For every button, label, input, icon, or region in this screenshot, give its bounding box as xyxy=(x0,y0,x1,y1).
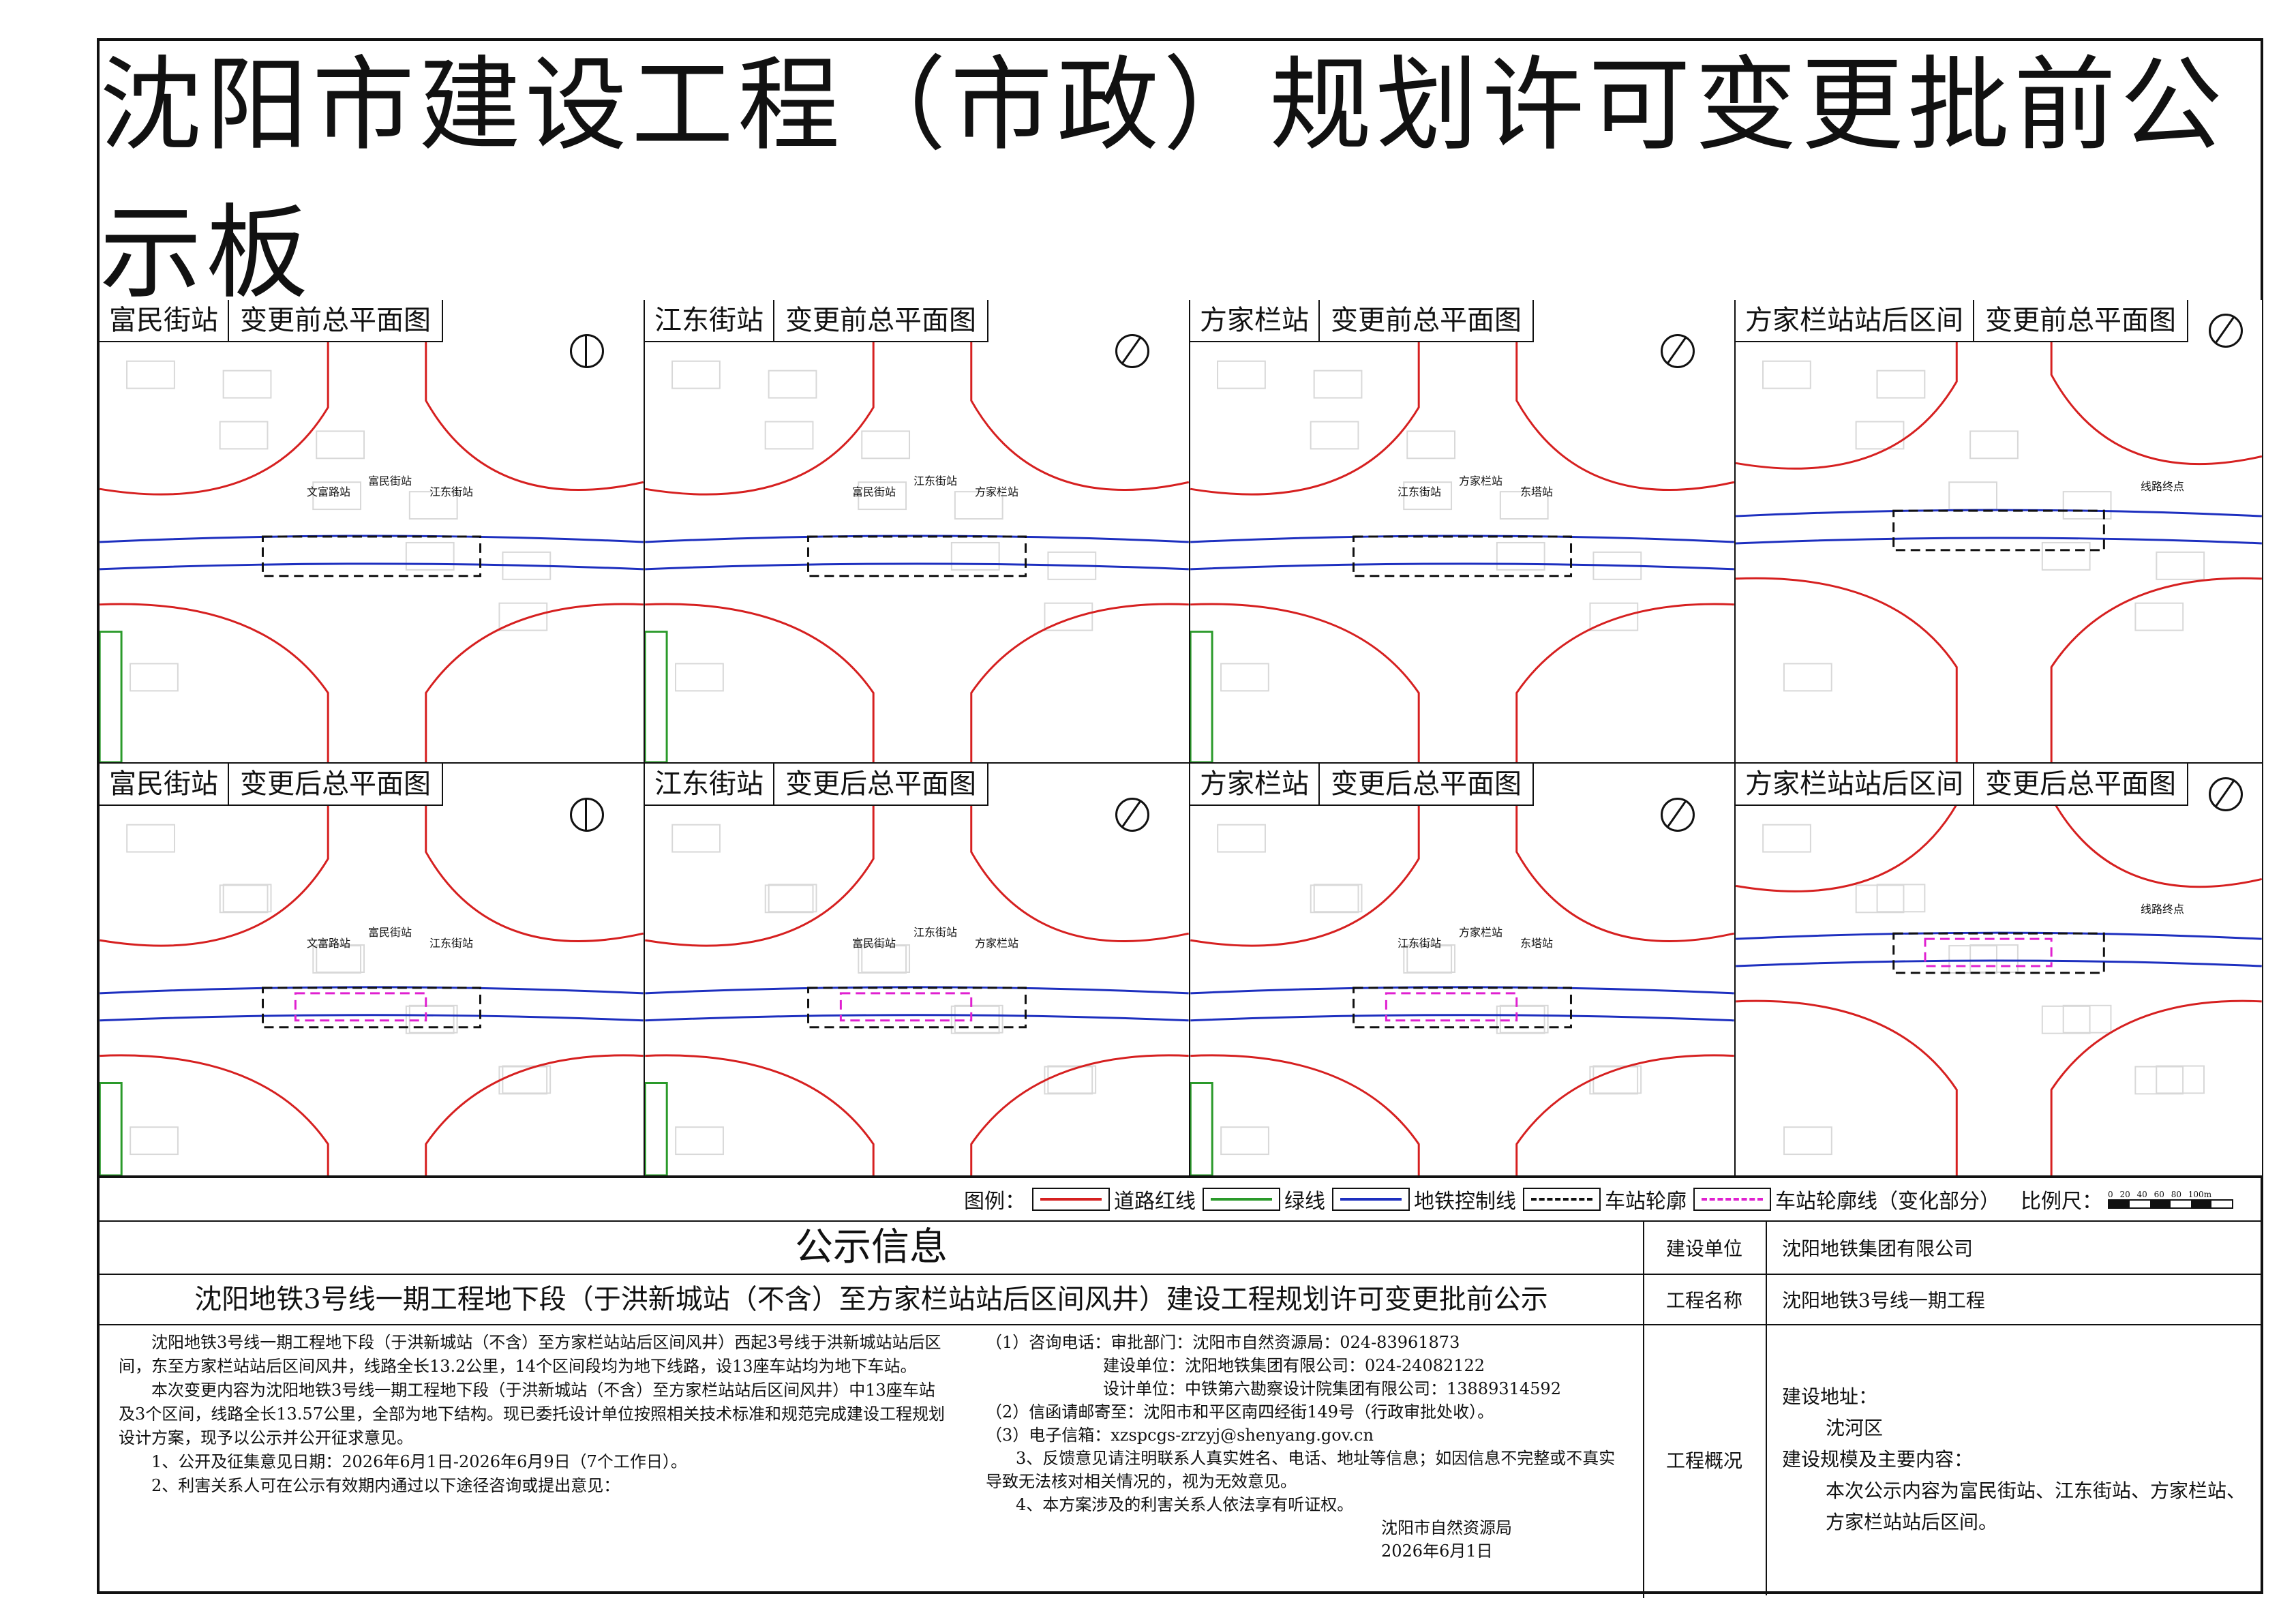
row-name: 工程名称沈阳地铁3号线一期工程 xyxy=(1643,1275,2263,1325)
panel-station-name: 方家栏站 xyxy=(1190,764,1320,806)
plan-grid: 富民街站变更前总平面图文富路站富民街站江东街站江东街站变更前总平面图富民街站江东… xyxy=(100,300,2263,1177)
notice-board-frame: 沈阳市建设工程（市政）规划许可变更批前公示板 富民街站变更前总平面图文富路站富民… xyxy=(97,38,2263,1598)
notice-body-right: （1）咨询电话：审批部门：沈阳市自然资源局：024-83961873 建设单位：… xyxy=(986,1333,1616,1561)
panel-station-name: 富民街站 xyxy=(100,300,229,342)
site-plan-map xyxy=(100,300,644,762)
panel-subtitle: 变更后总平面图 xyxy=(1974,764,2188,806)
station-label: 江东街站 xyxy=(913,926,958,939)
legend-label: 图例： xyxy=(964,1190,1025,1214)
north-arrow-icon xyxy=(2209,777,2243,811)
station-label: 线路终点 xyxy=(2141,903,2185,916)
legend: 图例： 道路红线 绿线 地铁控制线 车站轮廓 车站轮廓线（变化部分） 比例尺： … xyxy=(100,1177,2261,1220)
plan-panel: 方家栏站站后区间变更后总平面图线路终点 xyxy=(1736,764,2263,1177)
site-plan-map xyxy=(645,764,1189,1175)
north-arrow-icon xyxy=(1661,798,1695,832)
station-label: 文富路站 xyxy=(307,937,351,950)
project-name-value: 沈阳地铁3号线一期工程 xyxy=(1782,1289,1985,1312)
project-table: 建设单位沈阳地铁集团有限公司 工程名称沈阳地铁3号线一期工程 工程概况 建设地址… xyxy=(1643,1222,2263,1598)
panel-subtitle: 变更后总平面图 xyxy=(774,764,988,806)
station-label: 江东街站 xyxy=(1398,937,1442,950)
panel-subtitle: 变更后总平面图 xyxy=(229,764,443,806)
panel-station-name: 方家栏站 xyxy=(1190,300,1320,342)
panel-station-name: 江东街站 xyxy=(645,300,774,342)
site-plan-map xyxy=(1736,764,2262,1175)
station-label: 富民街站 xyxy=(852,937,896,950)
plan-panel: 富民街站变更前总平面图文富路站富民街站江东街站 xyxy=(100,300,645,764)
station-label: 富民街站 xyxy=(368,926,412,939)
station-label: 富民街站 xyxy=(852,485,896,498)
legend-item-metro-control-line: 地铁控制线 xyxy=(1332,1184,1516,1214)
site-plan-map xyxy=(645,300,1189,762)
site-plan-map xyxy=(100,764,644,1175)
page-title: 沈阳市建设工程（市政）规划许可变更批前公示板 xyxy=(100,41,2261,313)
station-label: 富民街站 xyxy=(368,475,412,487)
station-label: 东塔站 xyxy=(1520,937,1554,950)
north-arrow-icon xyxy=(570,334,604,368)
station-label: 方家栏站 xyxy=(1459,926,1503,939)
station-label: 东塔站 xyxy=(1520,485,1554,498)
panel-station-name: 富民街站 xyxy=(100,764,229,806)
plan-panel: 方家栏站站后区间变更前总平面图线路终点 xyxy=(1736,300,2263,764)
plan-panel: 江东街站变更前总平面图富民街站江东街站方家栏站 xyxy=(645,300,1190,764)
panel-subtitle: 变更前总平面图 xyxy=(1320,300,1534,342)
panel-subtitle: 变更前总平面图 xyxy=(229,300,443,342)
site-plan-map xyxy=(1190,764,1734,1175)
site-plan-map xyxy=(1736,300,2262,762)
station-label: 江东街站 xyxy=(913,475,958,487)
panel-subtitle: 变更前总平面图 xyxy=(774,300,988,342)
legend-item-road-red-line: 道路红线 xyxy=(1032,1184,1196,1214)
station-label: 线路终点 xyxy=(2141,480,2185,493)
station-label: 文富路站 xyxy=(307,485,351,498)
panel-subtitle: 变更前总平面图 xyxy=(1974,300,2188,342)
legend-item-green-line: 绿线 xyxy=(1203,1184,1325,1214)
row-unit: 建设单位沈阳地铁集团有限公司 xyxy=(1643,1222,2263,1275)
panel-subtitle: 变更后总平面图 xyxy=(1320,764,1534,806)
plan-panel: 江东街站变更后总平面图富民街站江东街站方家栏站 xyxy=(645,764,1190,1177)
overview-value: 建设地址： 沈河区 建设规模及主要内容： 本次公示内容为富民街站、江东街站、方家… xyxy=(1782,1385,2246,1533)
north-arrow-icon xyxy=(570,798,604,832)
north-arrow-icon xyxy=(2209,314,2243,348)
legend-item-station-outline: 车站轮廓 xyxy=(1523,1184,1687,1214)
station-label: 方家栏站 xyxy=(1459,475,1503,487)
scale-bar: 比例尺： 0 20 40 60 80 100m xyxy=(2021,1184,2233,1214)
panel-station-name: 方家栏站站后区间 xyxy=(1736,300,1974,342)
station-label: 江东街站 xyxy=(429,937,474,950)
station-label: 江东街站 xyxy=(1398,485,1442,498)
project-title: 沈阳地铁3号线一期工程地下段（于洪新城站（不含）至方家栏站站后区间风井）建设工程… xyxy=(100,1275,1643,1325)
info-header: 公示信息 xyxy=(100,1222,1643,1275)
row-overview: 工程概况 建设地址： 沈河区 建设规模及主要内容： 本次公示内容为富民街站、江东… xyxy=(1643,1324,2263,1595)
plan-panel: 方家栏站变更前总平面图江东街站方家栏站东塔站 xyxy=(1190,300,1736,764)
station-label: 方家栏站 xyxy=(975,485,1019,498)
station-label: 方家栏站 xyxy=(975,937,1019,950)
plan-panel: 方家栏站变更后总平面图江东街站方家栏站东塔站 xyxy=(1190,764,1736,1177)
station-label: 江东街站 xyxy=(429,485,474,498)
north-arrow-icon xyxy=(1661,334,1695,368)
info-section: 公示信息 沈阳地铁3号线一期工程地下段（于洪新城站（不含）至方家栏站站后区间风井… xyxy=(100,1220,2263,1598)
info-left: 公示信息 沈阳地铁3号线一期工程地下段（于洪新城站（不含）至方家栏站站后区间风井… xyxy=(100,1222,1644,1598)
unit-value: 沈阳地铁集团有限公司 xyxy=(1782,1237,1974,1260)
site-plan-map xyxy=(1190,300,1734,762)
panel-station-name: 江东街站 xyxy=(645,764,774,806)
north-arrow-icon xyxy=(1115,334,1149,368)
panel-station-name: 方家栏站站后区间 xyxy=(1736,764,1974,806)
legend-item-station-outline-changed: 车站轮廓线（变化部分） xyxy=(1693,1184,2000,1214)
notice-body-left: 沈阳地铁3号线一期工程地下段（于洪新城站（不含）至方家栏站站后区间风井）西起3号… xyxy=(119,1333,945,1495)
north-arrow-icon xyxy=(1115,798,1149,832)
plan-panel: 富民街站变更后总平面图文富路站富民街站江东街站 xyxy=(100,764,645,1177)
